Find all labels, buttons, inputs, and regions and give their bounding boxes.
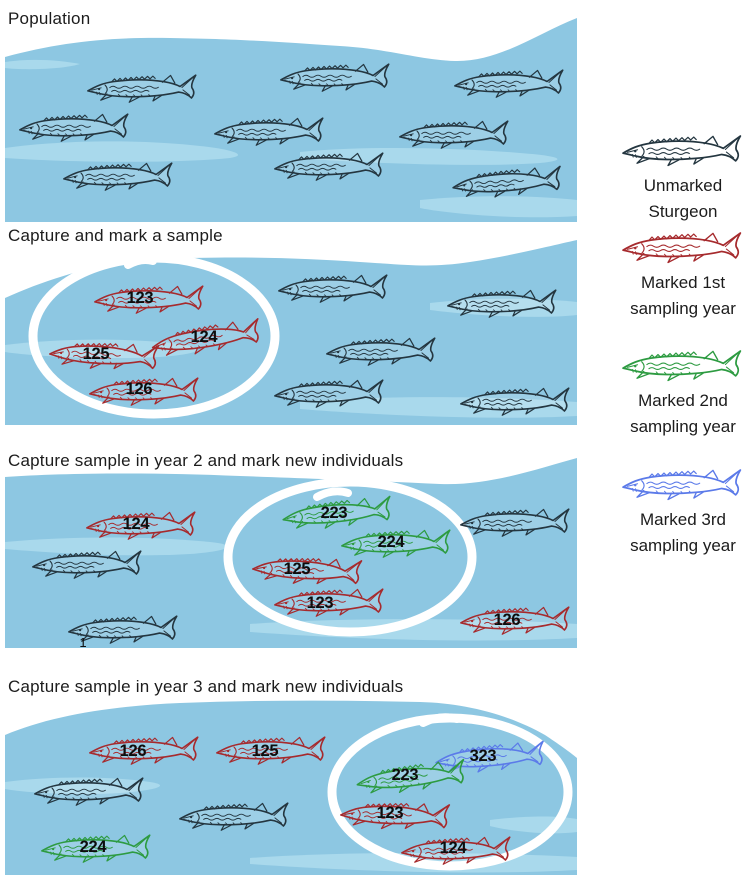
wave-streak [5, 141, 239, 162]
circle-brush-marks [124, 256, 461, 727]
legend-label-year2: Marked 2nd sampling year [630, 391, 736, 436]
fish-tag-123: 123 [377, 804, 404, 822]
fish-tag-124: 124 [123, 515, 151, 533]
legend-label-year3: Marked 3rd sampling year [630, 510, 736, 555]
fish-tag-123: 123 [307, 594, 334, 612]
wave-streak [5, 537, 228, 556]
fish-tag-123: 123 [127, 289, 154, 307]
fish-tag-323: 323 [470, 747, 497, 765]
wave-streak [420, 196, 577, 218]
fish-number-labels: 123 124 125 126 124 223 224 125 123 126 1 126 125 224… [79, 289, 520, 857]
fish-tag-125: 125 [284, 560, 311, 578]
panel-3-title: Capture sample in year 2 and mark new in… [8, 451, 404, 470]
sample-circle-year2-sample [223, 477, 477, 637]
legend-item-year2: Marked 2nd sampling year [608, 346, 750, 440]
marked-year2-sturgeon-icon [621, 346, 745, 384]
wave-streak [300, 147, 558, 165]
legend-label-unmarked: Unmarked Sturgeon [643, 176, 723, 221]
stray-text: 1 [79, 635, 86, 650]
fish-tag-223: 223 [321, 504, 348, 522]
fish-tag-126: 126 [126, 380, 153, 398]
unmarked-sturgeon-icon [621, 131, 745, 169]
marked-year3-sturgeon-icon [621, 465, 745, 503]
legend-item-unmarked: Unmarked Sturgeon [608, 131, 750, 225]
panel-1-title: Population [8, 9, 91, 28]
legend-item-year1: Marked 1st sampling year [608, 228, 750, 322]
fish-tag-224: 224 [378, 533, 406, 551]
legend-label-year1: Marked 1st sampling year [630, 273, 736, 318]
panel-2-title: Capture and mark a sample [8, 226, 223, 245]
wave-streak [5, 59, 80, 70]
fish-tag-124: 124 [191, 328, 219, 346]
fish-tag-224: 224 [80, 838, 108, 856]
fish-tag-125: 125 [252, 742, 279, 760]
fish-tag-223: 223 [392, 766, 419, 784]
fish-tag-124: 124 [440, 839, 468, 857]
legend-item-year3: Marked 3rd sampling year [608, 465, 750, 559]
fish-tag-126: 126 [120, 742, 147, 760]
fish-tag-126: 126 [494, 611, 521, 629]
panel-4-title: Capture sample in year 3 and mark new in… [8, 677, 404, 696]
fish-tag-125: 125 [83, 345, 110, 363]
marked-year1-sturgeon-icon [621, 228, 745, 266]
